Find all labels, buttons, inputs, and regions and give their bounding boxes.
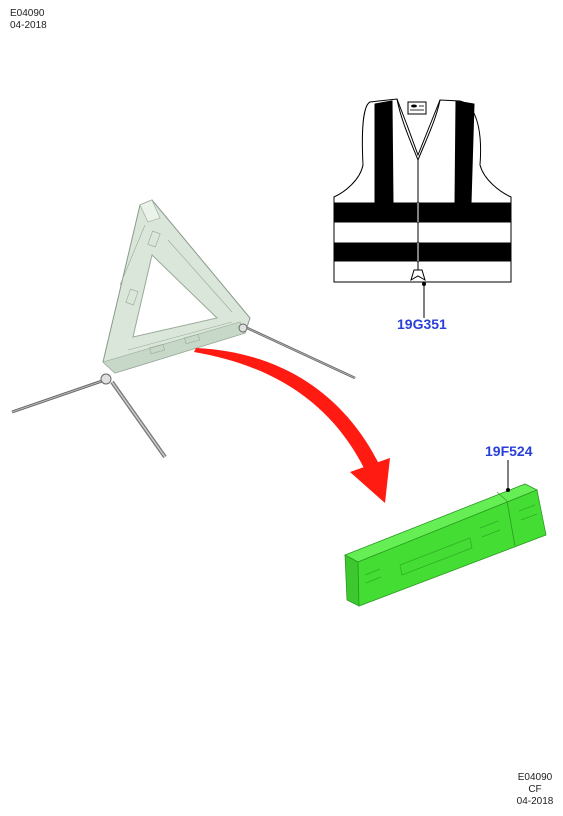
header-block: E04090 04-2018 [10, 8, 47, 32]
vest-band-upper [333, 202, 512, 223]
case-side-face [357, 489, 547, 607]
red-arrow-body [194, 348, 380, 470]
safety-vest [333, 98, 512, 283]
vest-part-number: 19G351 [397, 316, 447, 332]
vest-label-tag [407, 101, 427, 115]
header-date: 04-2018 [10, 20, 47, 31]
header-code: E04090 [10, 8, 45, 19]
footer-block: E04090 CF 04-2018 [510, 772, 560, 808]
case-leader-dot [506, 488, 510, 492]
triangle-case [344, 483, 547, 607]
red-arrow [194, 348, 390, 503]
red-arrow-head [350, 458, 390, 503]
vest-strap-right [454, 100, 475, 204]
footer-version: CF [528, 784, 542, 795]
case-lid-seam [506, 500, 516, 547]
footer-code: E04090 [517, 772, 553, 783]
warning-triangle [11, 199, 356, 459]
vest-leader-dot [422, 282, 426, 286]
vest-strap-left [374, 100, 394, 204]
case-emboss [399, 537, 473, 576]
triangle-inner-cutout [132, 254, 219, 338]
triangle-hinge-right [238, 323, 248, 333]
case-end-face [344, 554, 360, 607]
case-part-number: 19F524 [485, 443, 533, 459]
footer-date: 04-2018 [516, 796, 554, 807]
vest-band-lower [333, 242, 512, 262]
triangle-hinge-left [100, 373, 112, 385]
